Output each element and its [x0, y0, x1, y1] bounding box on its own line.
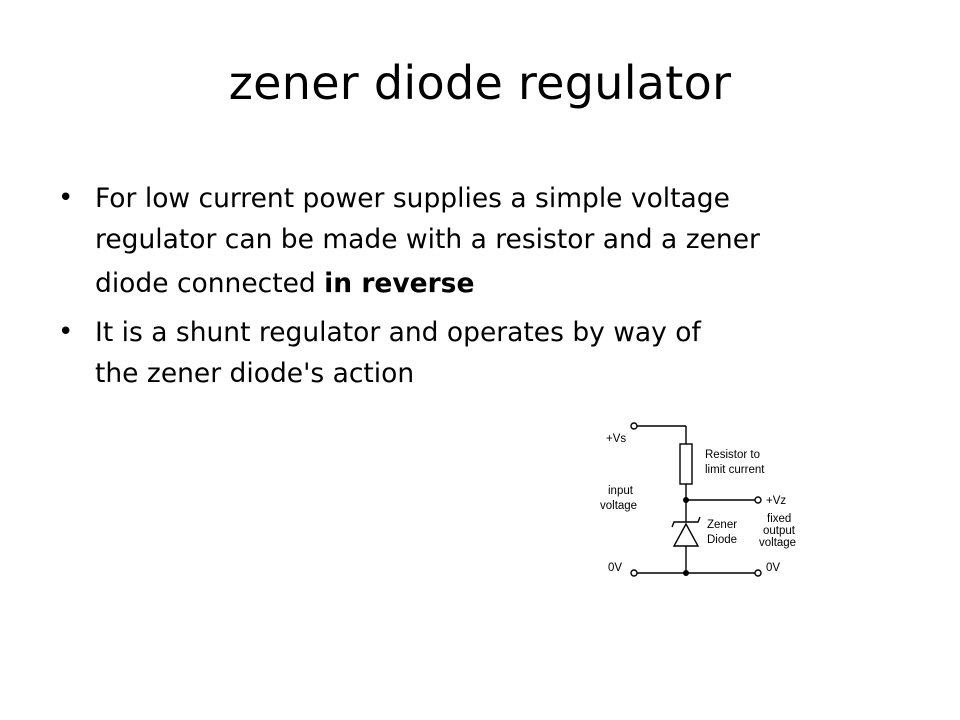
terminal-0v-left [630, 569, 638, 577]
resistor-symbol [679, 443, 693, 485]
zener-regulator-circuit-diagram: +Vs input voltage 0V Resistor to limit c… [600, 422, 796, 577]
label-0v-right: 0V [766, 562, 780, 574]
bullet-line: regulator can be made with a resistor an… [95, 224, 760, 255]
terminal-vs [630, 422, 638, 430]
bullet-line: diode connected in reverse [95, 260, 865, 307]
label-output-voltage: voltage [759, 537, 796, 549]
junction-dot [683, 497, 689, 503]
junction-dots [683, 497, 689, 576]
circuit-terminals [630, 422, 762, 577]
label-output: output [763, 525, 796, 537]
bullet-item: • It is a shunt regulator and operates b… [58, 312, 815, 394]
bullet-line: the zener diode's action [95, 358, 415, 389]
label-vs: +Vs [606, 433, 626, 445]
junction-dot [683, 570, 689, 576]
bullet-line: It is a shunt regulator and operates by … [95, 317, 701, 348]
slide-title: zener diode regulator [228, 56, 732, 110]
label-vz: +Vz [766, 495, 786, 507]
zener-diode-symbol [671, 516, 701, 547]
bullet-line: For low current power supplies a simple … [95, 183, 730, 214]
label-limit-current: limit current [705, 464, 765, 476]
terminal-vz [754, 496, 762, 504]
label-fixed: fixed [767, 513, 791, 525]
bullet-glyph: • [58, 317, 74, 347]
bullet-glyph: • [58, 183, 74, 213]
terminal-0v-right [754, 569, 762, 577]
bullet-list: • For low current power supplies a simpl… [58, 178, 848, 394]
label-input: input [608, 485, 634, 497]
label-0v-left: 0V [608, 562, 622, 574]
label-zener: Zener [707, 519, 737, 531]
label-voltage: voltage [600, 500, 637, 512]
label-resistor: Resistor to [705, 449, 760, 461]
circuit-wires [637, 425, 755, 574]
bullet-text: diode connected [95, 268, 325, 299]
label-diode: Diode [707, 534, 737, 546]
bullet-item: • For low current power supplies a simpl… [58, 178, 865, 307]
bullet-emphasis: in reverse [324, 268, 475, 299]
